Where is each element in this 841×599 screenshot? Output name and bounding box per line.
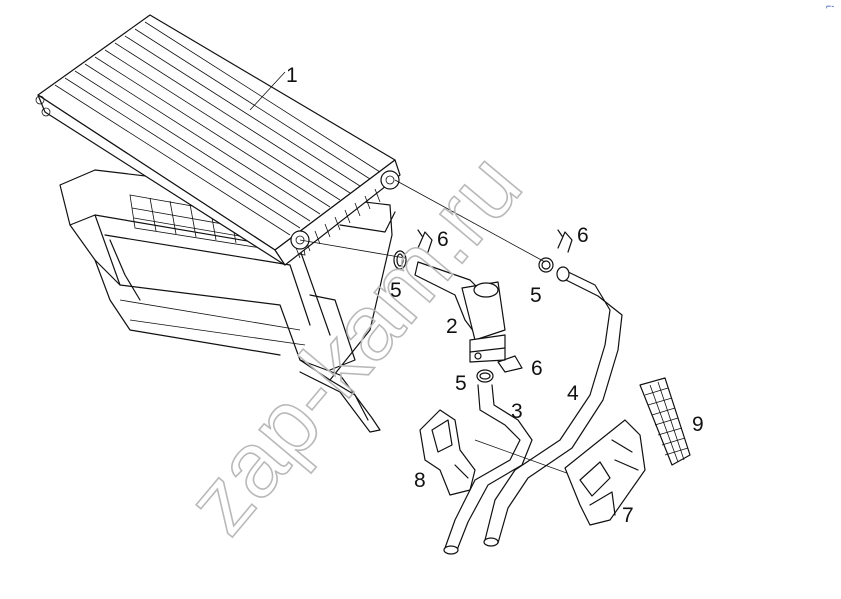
callout-3: 3 bbox=[511, 400, 523, 423]
hose-inlet bbox=[443, 384, 533, 555]
valve bbox=[414, 261, 506, 363]
hose-outlet bbox=[483, 266, 623, 547]
heater-core bbox=[35, 14, 401, 266]
bracket bbox=[419, 409, 476, 496]
callout-6c: 6 bbox=[531, 357, 543, 380]
mesh-pad bbox=[639, 377, 691, 466]
hose-holder bbox=[564, 419, 646, 526]
callout-6b: 6 bbox=[577, 224, 589, 247]
corner-mark: ⌐- bbox=[826, 1, 834, 11]
callout-4: 4 bbox=[567, 382, 579, 405]
callout-2: 2 bbox=[446, 315, 458, 338]
callout-5a: 5 bbox=[390, 279, 402, 302]
callout-5b: 5 bbox=[530, 284, 542, 307]
clip bbox=[417, 229, 573, 373]
callout-labels: 1 2 3 4 5 5 5 6 6 6 7 8 9 bbox=[286, 64, 704, 527]
o-ring bbox=[393, 250, 554, 383]
callout-7: 7 bbox=[622, 504, 634, 527]
callout-1: 1 bbox=[286, 64, 298, 87]
callout-9: 9 bbox=[692, 413, 704, 436]
callout-8: 8 bbox=[414, 469, 426, 492]
callout-6a: 6 bbox=[437, 228, 449, 251]
callout-5c: 5 bbox=[455, 372, 467, 395]
